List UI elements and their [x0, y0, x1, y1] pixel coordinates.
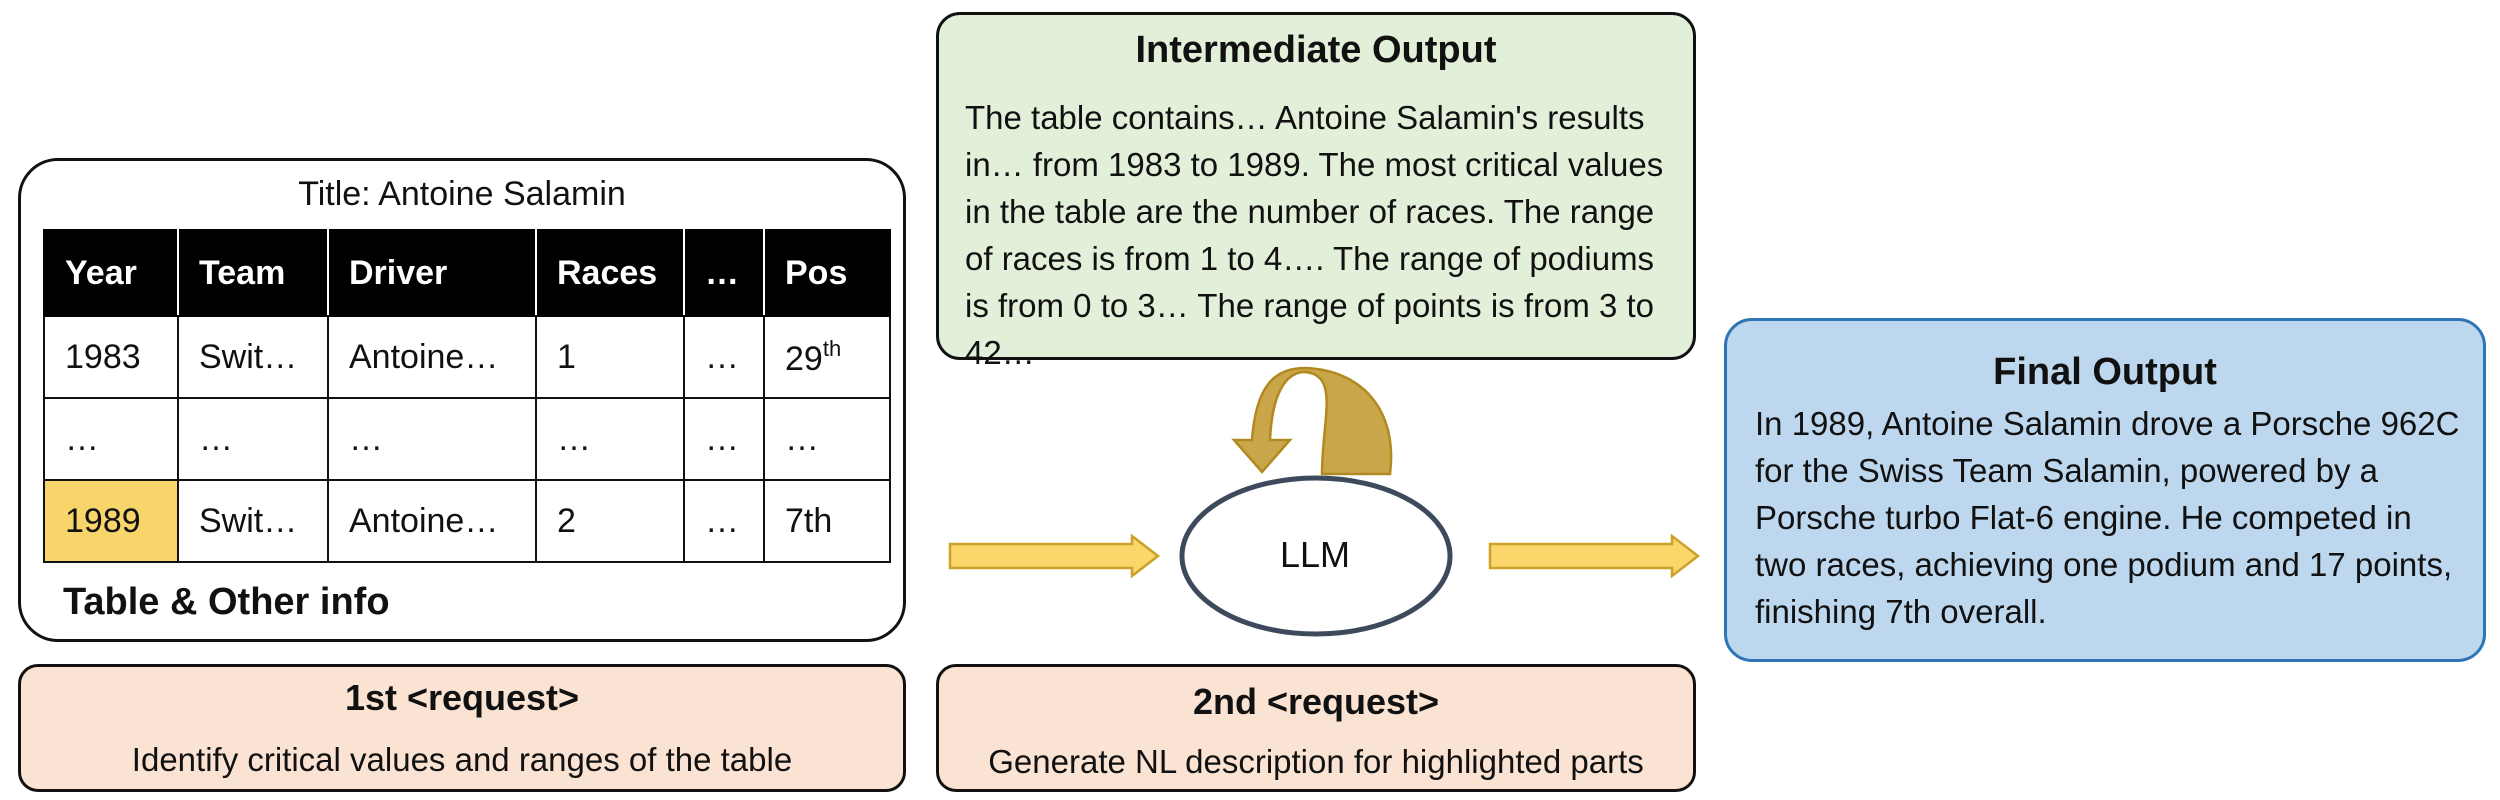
- arrow-to-llm: [948, 533, 1161, 579]
- final-output-box: Final Output In 1989, Antoine Salamin dr…: [1724, 318, 2486, 662]
- arrow-to-final: [1488, 533, 1701, 579]
- cell-year: 1983: [43, 315, 179, 399]
- cell-year: …: [43, 397, 179, 481]
- table-header-row: Year Team Driver Races … Pos: [43, 229, 891, 317]
- header-driver: Driver: [327, 229, 537, 317]
- table-row: … … … … … …: [43, 397, 891, 481]
- table-row: 1989 Swit… Antoine… 2 … 7th: [43, 479, 891, 563]
- header-pos: Pos: [763, 229, 891, 317]
- cell-year-highlighted: 1989: [43, 479, 179, 563]
- intermediate-output-text: The table contains… Antoine Salamin's re…: [965, 99, 1664, 371]
- cell-driver: Antoine…: [327, 479, 537, 563]
- table-panel: Title: Antoine Salamin Year Team Driver …: [18, 158, 906, 642]
- table-row: 1983 Swit… Antoine… 1 … 29th: [43, 315, 891, 399]
- cell-pos: 7th: [763, 479, 891, 563]
- cell-races: 2: [535, 479, 685, 563]
- request-2-box: 2nd <request> Generate NL description fo…: [936, 664, 1696, 792]
- intermediate-output-title: Intermediate Output: [1135, 29, 1497, 71]
- final-output-text: In 1989, Antoine Salamin drove a Porsche…: [1755, 405, 2460, 630]
- pos-value: 29: [785, 339, 823, 378]
- cell-pos: 29th: [763, 315, 891, 399]
- llm-node: [1179, 475, 1453, 637]
- data-table: Year Team Driver Races … Pos 1983 Swit… …: [43, 229, 891, 563]
- header-ellipsis: …: [683, 229, 765, 317]
- cell-races: …: [535, 397, 685, 481]
- intermediate-output-box: Intermediate Output The table contains… …: [936, 12, 1696, 371]
- pos-suffix: th: [822, 335, 842, 361]
- table-caption: Table & Other info: [63, 581, 390, 623]
- request-2-text: Generate NL description for highlighted …: [988, 743, 1644, 780]
- final-output-title: Final Output: [1993, 351, 2217, 393]
- llm-label: LLM: [1279, 534, 1351, 575]
- cell-team: Swit…: [177, 479, 329, 563]
- cell-team: Swit…: [177, 315, 329, 399]
- cell-team: …: [177, 397, 329, 481]
- request-1-title: 1st <request>: [344, 677, 580, 718]
- header-team: Team: [177, 229, 329, 317]
- request-2-title: 2nd <request>: [1192, 681, 1440, 722]
- table-title: Title: Antoine Salamin: [298, 175, 626, 213]
- cell-ellipsis: …: [683, 397, 765, 481]
- header-year: Year: [43, 229, 179, 317]
- cell-driver: Antoine…: [327, 315, 537, 399]
- feedback-loop-arrow: [1231, 366, 1393, 476]
- cell-ellipsis: …: [683, 479, 765, 563]
- header-races: Races: [535, 229, 685, 317]
- cell-pos: …: [763, 397, 891, 481]
- cell-driver: …: [327, 397, 537, 481]
- request-1-box: 1st <request> Identify critical values a…: [18, 664, 906, 792]
- request-1-text: Identify critical values and ranges of t…: [131, 741, 793, 778]
- cell-ellipsis: …: [683, 315, 765, 399]
- cell-races: 1: [535, 315, 685, 399]
